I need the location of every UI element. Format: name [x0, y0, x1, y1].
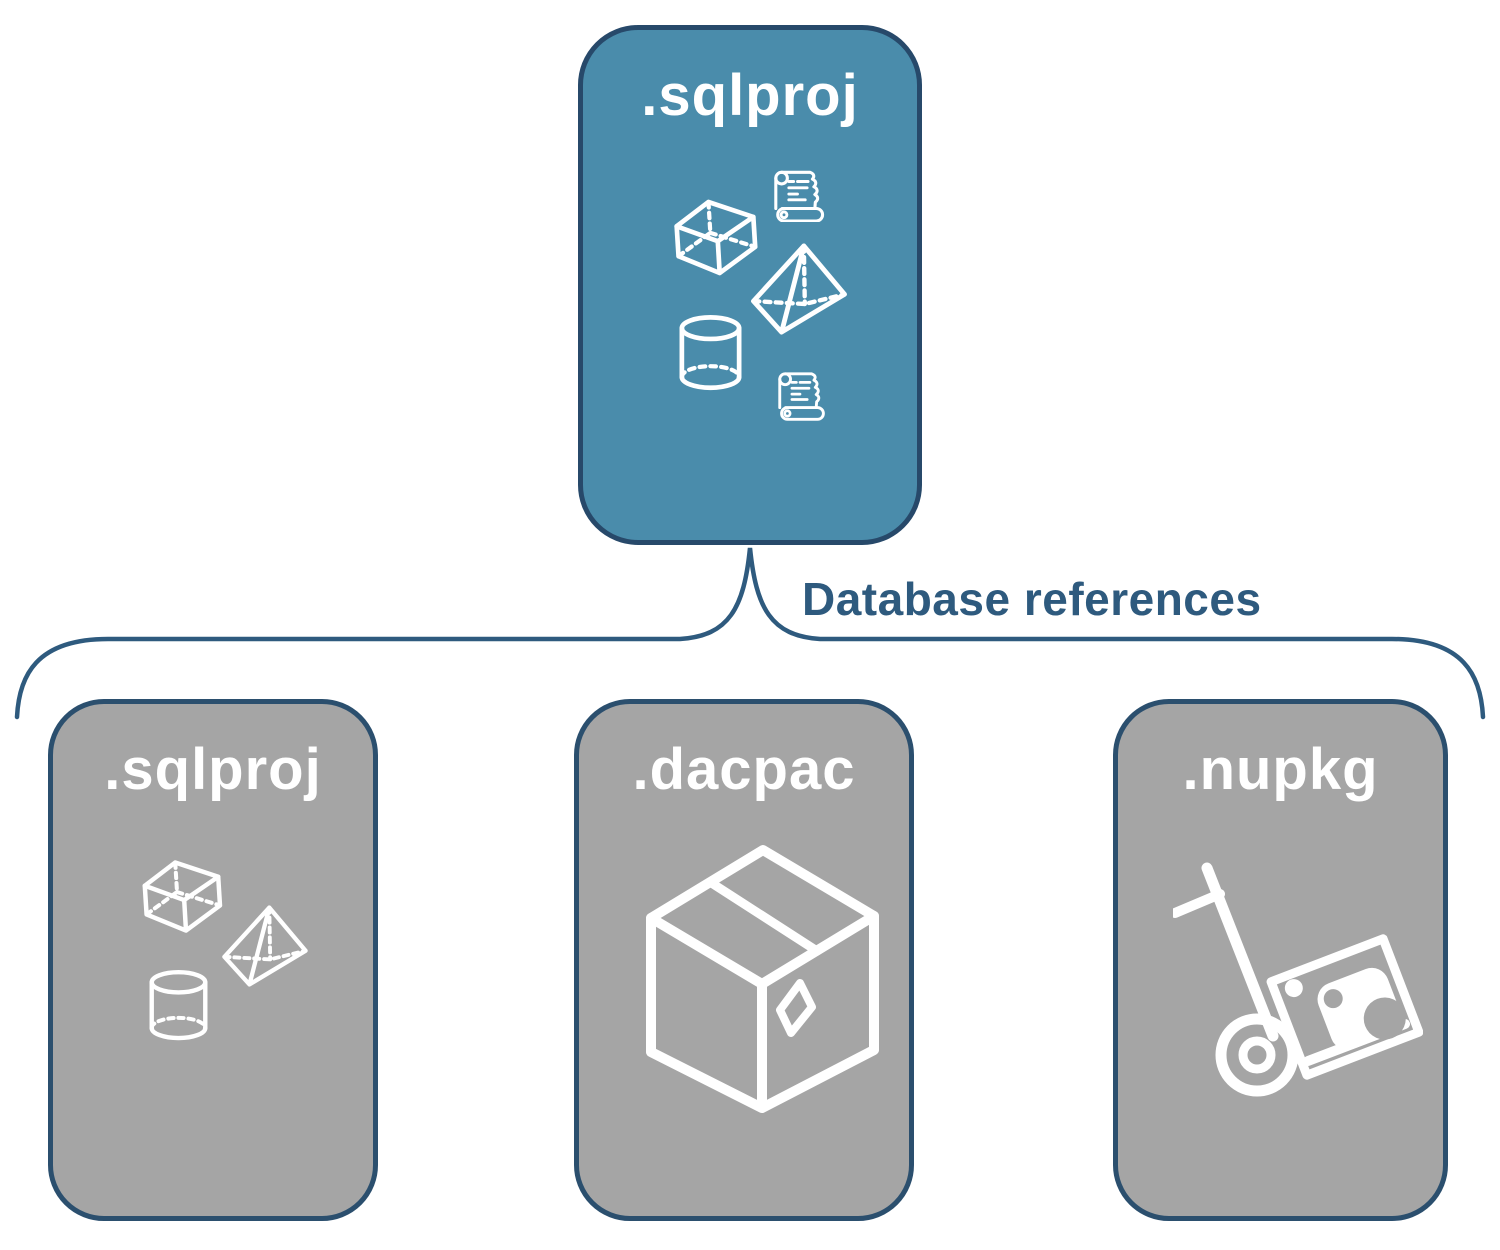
child-node-nupkg: .nupkg	[1113, 699, 1448, 1221]
connector-label: Database references	[802, 573, 1262, 625]
cube-icon	[140, 858, 223, 935]
cube-icon	[672, 197, 758, 278]
child-node-dacpac: .dacpac	[574, 699, 914, 1221]
script-scroll-icon	[773, 368, 827, 422]
root-node-sqlproj: .sqlproj	[578, 25, 922, 545]
root-node-label: .sqlproj	[641, 63, 859, 128]
cylinder-icon	[147, 970, 210, 1042]
pyramid-icon	[750, 243, 848, 335]
child-node-label: .nupkg	[1182, 737, 1379, 802]
cylinder-icon	[678, 315, 743, 392]
hand-truck-nuget-icon	[1173, 855, 1423, 1100]
child-node-sqlproj: .sqlproj	[48, 699, 378, 1221]
package-box-icon	[645, 844, 880, 1114]
script-scroll-icon	[768, 168, 827, 222]
child-node-label: .dacpac	[632, 737, 856, 802]
child-node-label: .sqlproj	[104, 737, 322, 802]
pyramid-icon	[217, 905, 313, 987]
